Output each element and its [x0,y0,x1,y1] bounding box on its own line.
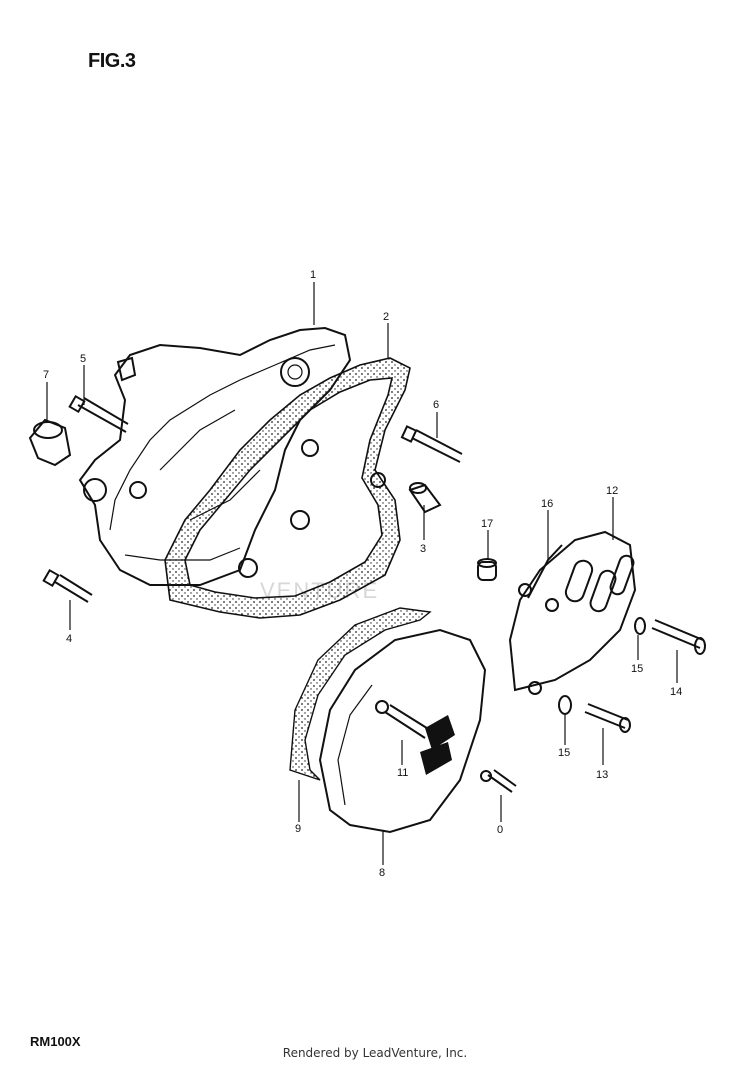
oil-filler-cap [28,418,72,467]
bolt-6 [400,425,463,463]
washer-15-upper [634,617,646,635]
figure-title: FIG.3 [88,50,136,72]
bolt-5 [68,394,129,433]
callout-14: 14 [670,686,682,698]
callout-3: 3 [420,543,426,555]
callout-16: 16 [541,498,553,510]
callout-4: 4 [66,633,72,645]
callout-15-upper: 15 [631,663,643,675]
callout-11: 11 [397,767,408,779]
crankcase-cover [78,326,352,586]
bolt-4 [42,568,93,603]
callout-labels: 1 2 3 4 5 6 7 8 9 0 11 12 13 14 15 15 16… [43,269,682,879]
callout-6: 6 [433,399,439,411]
sleeve-17 [477,558,497,581]
washer-15-lower [558,695,572,715]
callout-2: 2 [383,311,389,323]
callout-13: 13 [596,769,608,781]
callout-1: 1 [310,269,316,281]
dowel-pin [408,482,442,514]
bolt-13 [584,703,631,733]
callout-7: 7 [43,369,49,381]
render-credit: Rendered by LeadVenture, Inc. [282,1046,468,1060]
bolt-14 [651,619,706,655]
callout-9: 9 [295,823,301,835]
bolt-11 [375,700,431,739]
bolt-10 [480,769,517,793]
callout-17: 17 [481,518,493,530]
model-code: RM100X [30,1034,81,1049]
callout-15-lower: 15 [558,747,570,759]
leader-lines [46,282,678,865]
magneto-cover [318,628,487,834]
inspection-cover [508,530,637,695]
magneto-gasket [289,607,432,781]
callout-10: 0 [497,824,503,836]
callout-12: 12 [606,485,618,497]
cover-gasket [164,357,411,619]
callout-5: 5 [80,353,86,365]
callout-8: 8 [379,867,385,879]
